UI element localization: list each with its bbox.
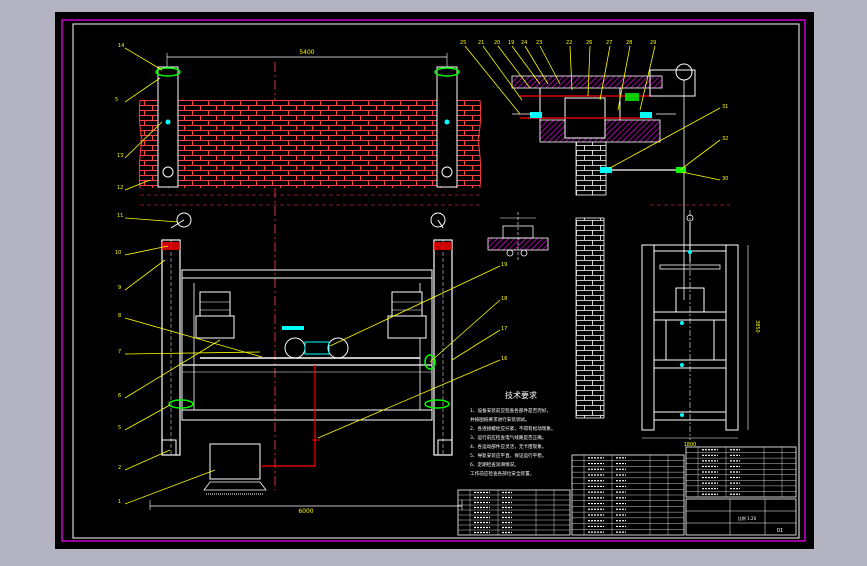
side-view: 1800 3850	[575, 204, 760, 448]
svg-text:12: 12	[117, 185, 123, 191]
motor-icon	[387, 291, 427, 339]
section-view-top	[511, 63, 696, 300]
brick-wall-section	[140, 100, 480, 188]
tech-note-line: 5、导轨安装应平直，保证运行平稳。	[470, 452, 546, 459]
svg-text:32: 32	[722, 136, 728, 142]
svg-text:19: 19	[501, 262, 507, 268]
svg-text:13: 13	[117, 153, 123, 159]
motor-icon	[195, 291, 235, 339]
title-block: 01 比例 1:20	[685, 498, 797, 536]
svg-text:23: 23	[536, 40, 542, 46]
svg-text:7: 7	[118, 349, 121, 355]
svg-text:11: 11	[117, 213, 123, 219]
tech-note-line: 6、定期检查润滑情况。	[470, 461, 519, 468]
svg-text:29: 29	[650, 40, 656, 46]
technical-requirements: 技术要求 1、设备安装前应检查各部件是否完好， 并按图纸要求进行安装调试。 2、各…	[470, 390, 556, 477]
parts-list-left	[457, 489, 571, 536]
svg-text:8: 8	[118, 313, 121, 319]
tech-note-line: 3、运行前应检查电气线路是否正确。	[470, 434, 546, 441]
svg-text:5: 5	[115, 97, 118, 103]
control-cabinet-icon	[203, 443, 267, 495]
svg-text:17: 17	[501, 326, 507, 332]
svg-text:24: 24	[521, 40, 527, 46]
svg-text:21: 21	[478, 40, 484, 46]
tech-note-line: 1、设备安装前应检查各部件是否完好，	[470, 407, 551, 414]
scale-label: 比例 1:20	[738, 515, 757, 521]
svg-text:28: 28	[626, 40, 632, 46]
tech-note-line: 并按图纸要求进行安装调试。	[470, 416, 530, 423]
sheet-number: 01	[777, 528, 783, 534]
detail-view	[487, 212, 549, 260]
svg-text:19: 19	[508, 40, 514, 46]
tech-note-line: 4、各运动部件应灵活，无卡阻现象。	[470, 443, 546, 450]
svg-text:16: 16	[501, 356, 507, 362]
svg-text:26: 26	[586, 40, 592, 46]
sheet-border	[61, 19, 806, 542]
parts-list-middle	[571, 454, 685, 536]
svg-text:30: 30	[722, 176, 728, 182]
dimension-bottom: 6000	[298, 508, 313, 515]
svg-text:1: 1	[118, 499, 121, 505]
svg-text:31: 31	[722, 104, 728, 110]
svg-text:22: 22	[566, 40, 572, 46]
dimension-side-height: 3850	[754, 320, 760, 333]
tech-note-line: 工作前应检查各部位安全装置。	[470, 470, 534, 477]
svg-text:25: 25	[460, 40, 466, 46]
pulley-icon	[282, 326, 349, 359]
inner-frame	[72, 23, 800, 539]
svg-text:2: 2	[118, 465, 121, 471]
svg-text:14: 14	[118, 43, 124, 49]
dimension-side-width: 1800	[684, 442, 697, 448]
svg-text:18: 18	[501, 296, 507, 302]
svg-text:9: 9	[118, 285, 121, 291]
tech-note-line: 2、各连接螺栓应拧紧，不得有松动现象。	[470, 425, 556, 432]
svg-text:10: 10	[115, 250, 121, 256]
svg-text:20: 20	[494, 40, 500, 46]
main-elevation-view: 5400	[115, 43, 507, 515]
parts-list-right	[685, 446, 797, 498]
tech-title: 技术要求	[505, 390, 537, 400]
svg-text:27: 27	[606, 40, 612, 46]
svg-text:6: 6	[118, 393, 121, 399]
dimension-top: 5400	[299, 49, 314, 56]
svg-text:5: 5	[118, 425, 121, 431]
